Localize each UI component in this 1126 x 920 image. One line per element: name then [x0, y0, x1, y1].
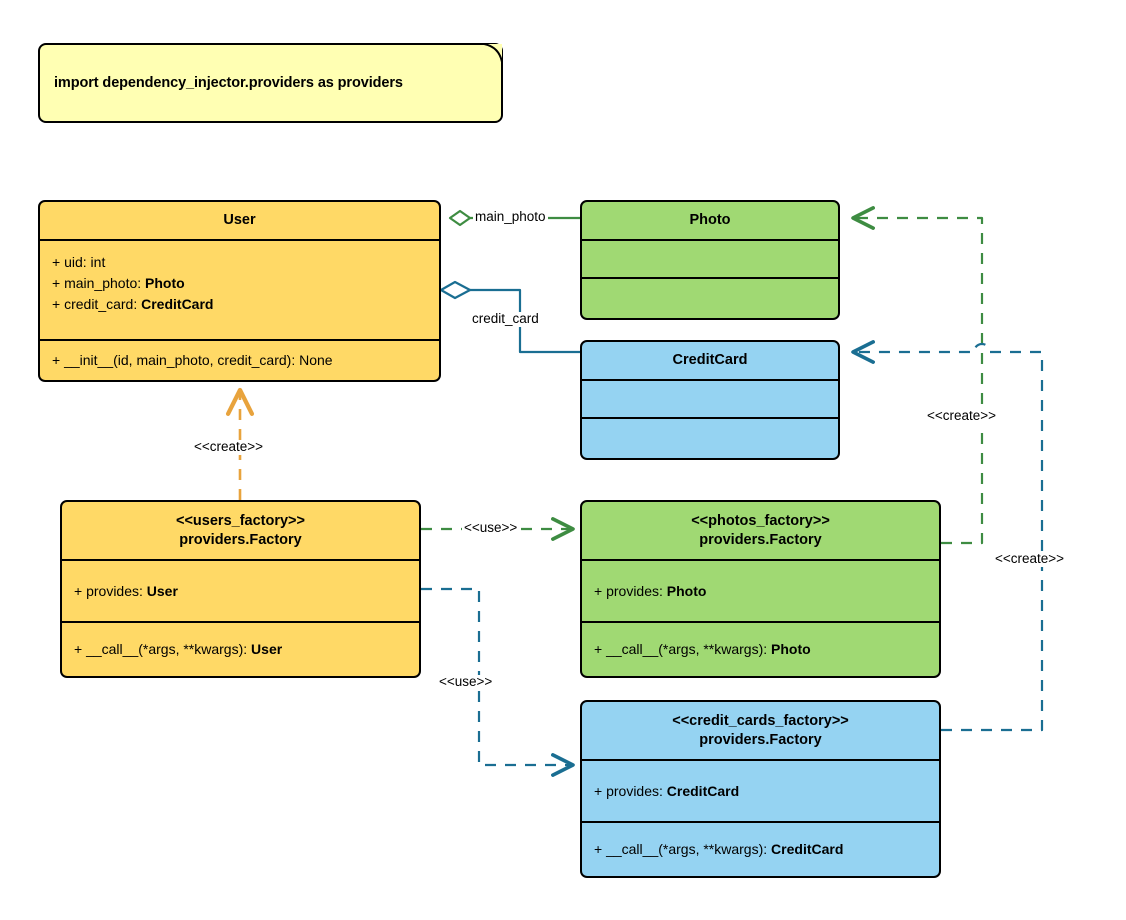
edge-label-create-photo: <<create>>	[925, 408, 999, 424]
edge-label-use-credit-cards-factory: <<use>>	[437, 674, 495, 690]
stereotype-label: <<users_factory>>	[176, 512, 305, 529]
attribute-row: + provides: User	[74, 582, 178, 599]
import-note-text: import dependency_injector.providers as …	[54, 75, 403, 91]
class-credit-cards-factory-header: <<credit_cards_factory>> providers.Facto…	[582, 702, 939, 759]
class-credit-card-methods	[582, 417, 838, 458]
class-credit-cards-factory-methods: + __call__(*args, **kwargs): CreditCard	[582, 821, 939, 876]
edge-photos-factory-creates-photo	[851, 206, 984, 545]
class-name-label: providers.Factory	[179, 531, 302, 548]
method-row: + __call__(*args, **kwargs): CreditCard	[594, 841, 844, 857]
class-box-credit-cards-factory[interactable]: <<credit_cards_factory>> providers.Facto…	[580, 700, 941, 878]
class-photo-title: Photo	[689, 212, 731, 229]
class-credit-cards-factory-attributes: + provides: CreditCard	[582, 759, 939, 821]
class-credit-card-title: CreditCard	[672, 352, 748, 369]
class-name-label: providers.Factory	[699, 731, 822, 748]
edge-label-create-credit-card: <<create>>	[993, 551, 1067, 567]
stereotype-label: <<photos_factory>>	[691, 512, 830, 529]
method-row: + __call__(*args, **kwargs): User	[74, 641, 283, 657]
class-user-attributes: + uid: int + main_photo: Photo + credit_…	[40, 239, 439, 339]
class-photo-attributes	[582, 239, 838, 277]
class-photos-factory-title: <<photos_factory>> providers.Factory	[582, 512, 939, 549]
class-photos-factory-attributes: + provides: Photo	[582, 559, 939, 621]
class-photos-factory-methods: + __call__(*args, **kwargs): Photo	[582, 621, 939, 676]
note-fold-corner	[484, 44, 502, 62]
edge-label-create-user: <<create>>	[192, 439, 266, 455]
class-photo-header: Photo	[582, 202, 838, 239]
edge-label-main-photo: main_photo	[473, 209, 548, 225]
class-users-factory-attributes: + provides: User	[62, 559, 419, 621]
import-note: import dependency_injector.providers as …	[38, 43, 503, 123]
attribute-row: + uid: int	[52, 254, 106, 270]
attribute-row: + credit_card: CreditCard	[52, 296, 214, 312]
class-photos-factory-header: <<photos_factory>> providers.Factory	[582, 502, 939, 559]
class-photo-methods	[582, 277, 838, 318]
class-user-title: User	[223, 212, 256, 229]
class-user-methods: + __init__(id, main_photo, credit_card):…	[40, 339, 439, 380]
class-users-factory-header: <<users_factory>> providers.Factory	[62, 502, 419, 559]
method-row: + __init__(id, main_photo, credit_card):…	[52, 352, 333, 368]
attribute-row: + main_photo: Photo	[52, 275, 185, 291]
class-box-photo[interactable]: Photo	[580, 200, 840, 320]
class-box-photos-factory[interactable]: <<photos_factory>> providers.Factory + p…	[580, 500, 941, 678]
class-box-credit-card[interactable]: CreditCard	[580, 340, 840, 460]
class-box-users-factory[interactable]: <<users_factory>> providers.Factory + pr…	[60, 500, 421, 678]
class-box-user[interactable]: User + uid: int + main_photo: Photo + cr…	[38, 200, 441, 382]
edge-label-use-photos-factory: <<use>>	[462, 520, 520, 536]
class-name-label: providers.Factory	[699, 531, 822, 548]
class-users-factory-title: <<users_factory>> providers.Factory	[62, 512, 419, 549]
class-users-factory-methods: + __call__(*args, **kwargs): User	[62, 621, 419, 676]
stereotype-label: <<credit_cards_factory>>	[672, 712, 849, 729]
class-user-header: User	[40, 202, 439, 239]
method-row: + __call__(*args, **kwargs): Photo	[594, 641, 811, 657]
edge-label-credit-card: credit_card	[470, 311, 541, 327]
attribute-row: + provides: Photo	[594, 582, 707, 599]
class-credit-card-header: CreditCard	[582, 342, 838, 379]
attribute-row: + provides: CreditCard	[594, 782, 740, 799]
class-credit-card-attributes	[582, 379, 838, 417]
class-credit-cards-factory-title: <<credit_cards_factory>> providers.Facto…	[582, 712, 939, 749]
